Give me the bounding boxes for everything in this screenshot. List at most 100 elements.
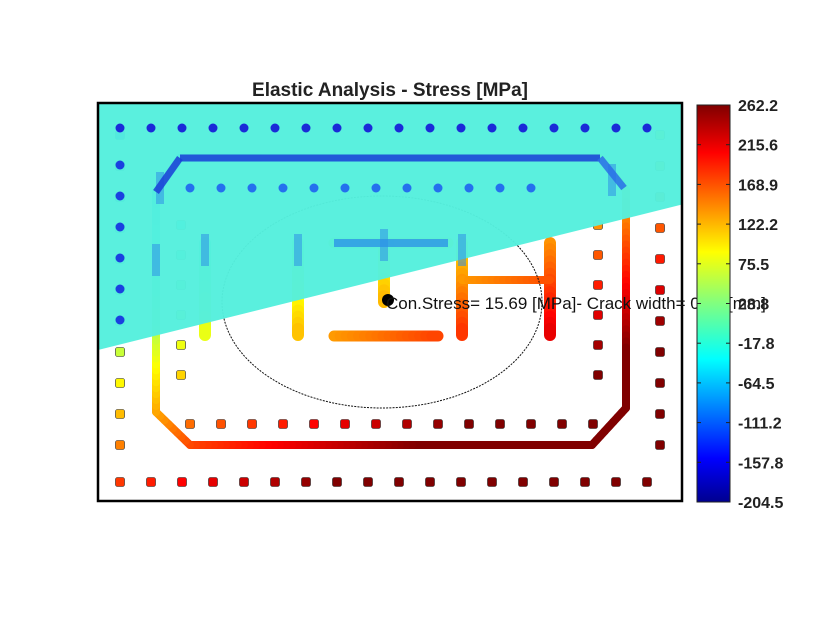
rebar-point-top bbox=[433, 183, 443, 193]
rebar-point-top bbox=[115, 315, 125, 325]
rebar-point bbox=[593, 250, 603, 260]
rebar-point bbox=[115, 477, 125, 487]
rebar-point bbox=[518, 477, 528, 487]
colorbar bbox=[696, 104, 731, 503]
rebar-point bbox=[580, 477, 590, 487]
rebar-point-top bbox=[464, 183, 474, 193]
rebar-shadow bbox=[458, 234, 466, 266]
rebar-point-top bbox=[642, 123, 652, 133]
rebar-point bbox=[394, 477, 404, 487]
rebar-point bbox=[655, 316, 665, 326]
rebar-point-top bbox=[518, 123, 528, 133]
rebar-shadow bbox=[294, 234, 302, 266]
colorbar-tick-label: -204.5 bbox=[738, 495, 783, 512]
chart-title: Elastic Analysis - Stress [MPa] bbox=[252, 80, 528, 101]
rebar-point bbox=[655, 223, 665, 233]
colorbar-tick-label: 28.8 bbox=[738, 297, 769, 314]
rebar-point bbox=[301, 477, 311, 487]
rebar-point-top bbox=[115, 123, 125, 133]
rebar-point-top bbox=[495, 183, 505, 193]
rebar-point bbox=[115, 440, 125, 450]
rebar-point bbox=[371, 419, 381, 429]
rebar-point bbox=[239, 477, 249, 487]
rebar-point bbox=[456, 477, 466, 487]
rebar-point-top bbox=[177, 123, 187, 133]
rebar-point bbox=[526, 419, 536, 429]
rebar-point bbox=[495, 419, 505, 429]
rebar-shadow bbox=[152, 244, 160, 276]
colorbar-tick-label: 168.9 bbox=[738, 177, 778, 194]
colorbar-tick-label: -111.2 bbox=[738, 416, 782, 433]
rebar-shadow bbox=[201, 234, 209, 266]
rebar-point bbox=[146, 477, 156, 487]
rebar-point-top bbox=[115, 253, 125, 263]
rebar-point bbox=[655, 440, 665, 450]
rebar-point bbox=[332, 477, 342, 487]
rebar-point-top bbox=[425, 123, 435, 133]
rebar-point bbox=[177, 477, 187, 487]
rebar-point-top bbox=[115, 191, 125, 201]
rebar-point bbox=[216, 419, 226, 429]
rebar-point-top bbox=[115, 160, 125, 170]
rebar-point-top bbox=[487, 123, 497, 133]
rebar-point bbox=[593, 310, 603, 320]
rebar-point-top bbox=[278, 183, 288, 193]
rebar-point bbox=[340, 419, 350, 429]
rebar-point bbox=[309, 419, 319, 429]
rebar-point bbox=[185, 419, 195, 429]
concrete-stress-zone bbox=[98, 103, 682, 350]
rebar-point bbox=[588, 419, 598, 429]
colorbar-tick-label: -64.5 bbox=[738, 376, 775, 393]
plot-content bbox=[98, 103, 682, 487]
rebar-point bbox=[611, 477, 621, 487]
rebar-point bbox=[115, 409, 125, 419]
colorbar-tick-label: -17.8 bbox=[738, 336, 775, 353]
crack-ellipse bbox=[221, 195, 543, 409]
rebar-point-top bbox=[208, 123, 218, 133]
rebar-point-top bbox=[185, 183, 195, 193]
rebar-shadow bbox=[608, 164, 616, 196]
colorbar-ticks: 262.2215.6168.9122.275.528.8-17.8-64.5-1… bbox=[697, 98, 783, 512]
rebar-point bbox=[433, 419, 443, 429]
rebar-point-top bbox=[363, 123, 373, 133]
rebar-point bbox=[247, 419, 257, 429]
rebar-point bbox=[557, 419, 567, 429]
rebar-point bbox=[425, 477, 435, 487]
rebar-point bbox=[208, 477, 218, 487]
rebar-point bbox=[270, 477, 280, 487]
rebar-point bbox=[464, 419, 474, 429]
rebar-point bbox=[487, 477, 497, 487]
rebar-point-top bbox=[309, 183, 319, 193]
rebar-point bbox=[115, 347, 125, 357]
rebar-point bbox=[655, 254, 665, 264]
axes-frame bbox=[96, 101, 684, 503]
rebar-point-top bbox=[611, 123, 621, 133]
rebar-point-top bbox=[146, 123, 156, 133]
rebar-point-top bbox=[526, 183, 536, 193]
colorbar-tick-label: 122.2 bbox=[738, 217, 778, 234]
rebar-point-top bbox=[247, 183, 257, 193]
rebar-point bbox=[402, 419, 412, 429]
rebar-point-top bbox=[549, 123, 559, 133]
colorbar-tick-label: 215.6 bbox=[738, 138, 778, 155]
rebar-point-top bbox=[239, 123, 249, 133]
top-stirrup bbox=[153, 155, 183, 195]
rebar-point bbox=[655, 409, 665, 419]
rebar-point bbox=[176, 370, 186, 380]
rebar-point bbox=[278, 419, 288, 429]
rebar-point bbox=[655, 285, 665, 295]
rebar-point bbox=[176, 340, 186, 350]
rebar-point bbox=[115, 378, 125, 388]
rebar-point bbox=[593, 340, 603, 350]
colorbar-tick-label: 262.2 bbox=[738, 98, 778, 115]
rebar-point-top bbox=[402, 183, 412, 193]
rebar-point-top bbox=[216, 183, 226, 193]
rebar-point-top bbox=[270, 123, 280, 133]
rebar-point bbox=[593, 280, 603, 290]
rebar-point-top bbox=[332, 123, 342, 133]
rebar-point bbox=[549, 477, 559, 487]
rebar-point bbox=[655, 378, 665, 388]
rebar-point bbox=[363, 477, 373, 487]
colorbar-tick-label: -157.8 bbox=[738, 455, 783, 472]
